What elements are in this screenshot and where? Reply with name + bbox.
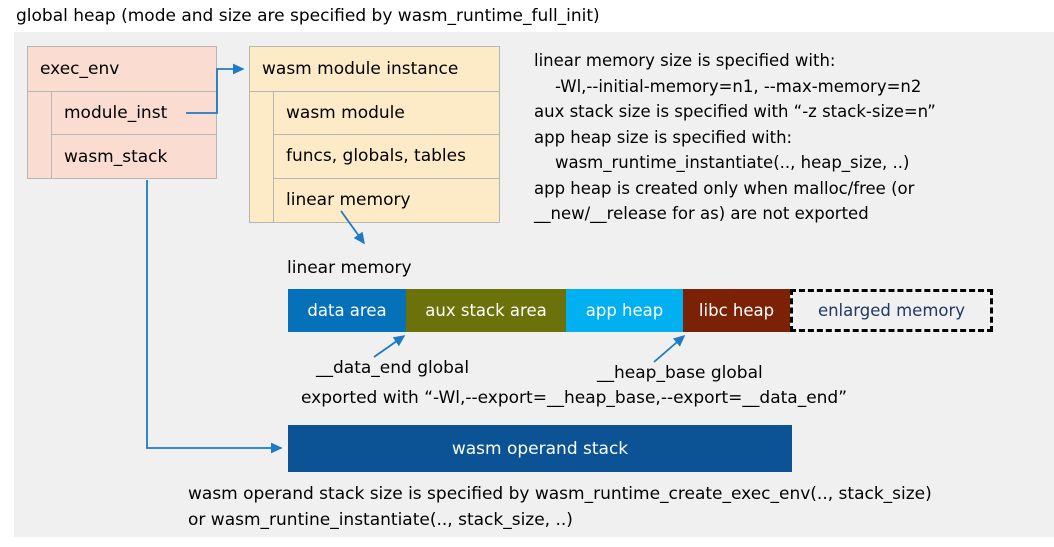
memory-segment-enlarged-memory[interactable]: enlarged memory [790, 289, 993, 332]
data-end-global-label: __data_end global [316, 358, 470, 378]
operand-stack-label: wasm operand stack [451, 438, 629, 459]
module-instance-body: wasm module funcs, globals, tables linea… [250, 92, 499, 222]
memory-config-notes: linear memory size is specified with: -W… [534, 51, 936, 223]
memory-segment-label: enlarged memory [817, 301, 966, 320]
module-instance-field-linear-memory[interactable]: linear memory [286, 190, 411, 211]
module-instance-field-wasm-module[interactable]: wasm module [274, 92, 499, 136]
exec-env-gutter [28, 92, 52, 178]
exec-env-header: exec_env [28, 47, 216, 92]
memory-segment-label: libc heap [698, 301, 775, 320]
linear-memory-bar: data area aux stack area app heap libc heap… [288, 289, 993, 332]
memory-segment-aux-stack-area[interactable]: aux stack area [406, 289, 566, 332]
exec-env-fields: module_inst wasm_stack [52, 92, 216, 178]
page-title: global heap (mode and size are specified… [16, 6, 600, 26]
linear-memory-label: linear memory [287, 258, 412, 278]
exec-env-field-wasm-stack[interactable]: wasm_stack [64, 146, 168, 167]
module-instance-gutter [250, 92, 274, 222]
heap-base-global-label: __heap_base global [597, 363, 763, 383]
module-instance-fields: wasm module funcs, globals, tables linea… [274, 92, 499, 222]
module-instance-field-funcs-globals-tables[interactable]: funcs, globals, tables [274, 135, 499, 179]
memory-segment-app-heap[interactable]: app heap [566, 289, 683, 332]
memory-segment-data-area[interactable]: data area [288, 289, 406, 332]
exec-env-field-module-inst[interactable]: module_inst [52, 92, 216, 135]
export-flags-note: exported with “-Wl,--export=__heap_base,… [301, 388, 848, 408]
wasm-module-instance-box[interactable]: wasm module instance wasm module funcs, … [249, 46, 500, 223]
operand-stack-size-note: wasm operand stack size is specified by … [188, 484, 932, 530]
memory-segment-label: aux stack area [425, 301, 547, 320]
exec-env-box[interactable]: exec_env module_inst wasm_stack [27, 46, 217, 179]
wasm-operand-stack-box[interactable]: wasm operand stack [288, 425, 792, 472]
memory-segment-label: data area [307, 301, 387, 320]
module-instance-header: wasm module instance [250, 47, 499, 92]
exec-env-body: module_inst wasm_stack [28, 92, 216, 178]
memory-segment-libc-heap[interactable]: libc heap [683, 289, 790, 332]
memory-segment-label: app heap [585, 301, 664, 320]
